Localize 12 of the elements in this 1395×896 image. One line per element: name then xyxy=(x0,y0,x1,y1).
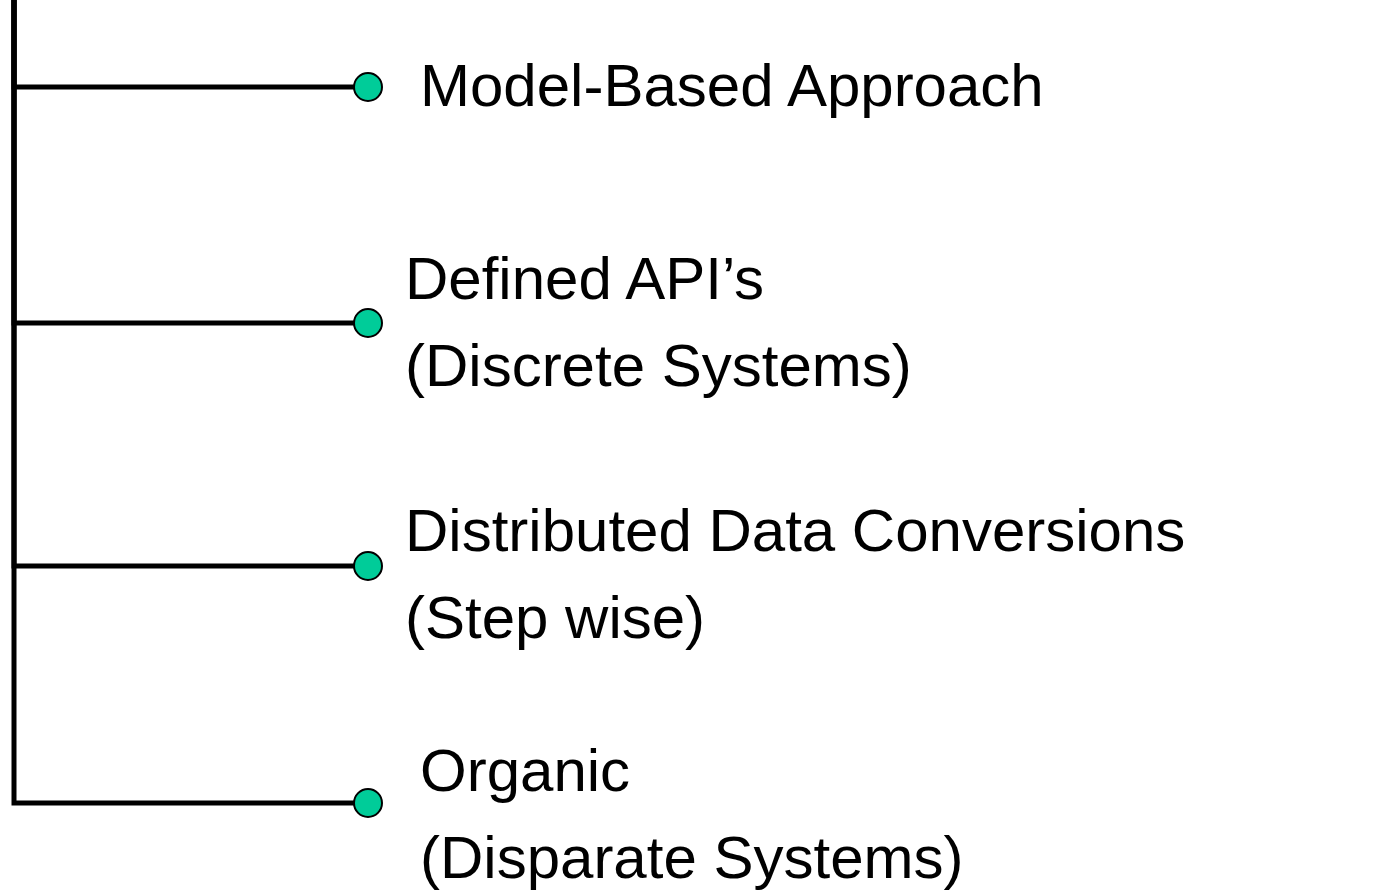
bullet-circle xyxy=(353,551,383,581)
bullet-circle xyxy=(353,72,383,102)
item-heading: Model-Based Approach xyxy=(420,51,1044,121)
item-subtitle: (Step wise) xyxy=(405,583,707,653)
item-heading: Organic xyxy=(420,736,632,806)
item-subtitle: (Disparate Systems) xyxy=(420,823,964,893)
item-heading: Defined API’s xyxy=(405,244,766,314)
bullet-circle xyxy=(353,788,383,818)
connector-line xyxy=(11,0,354,806)
bullet-circle xyxy=(353,308,383,338)
item-subtitle: (Discrete Systems) xyxy=(405,331,912,401)
item-heading: Distributed Data Conversions xyxy=(405,496,1186,566)
